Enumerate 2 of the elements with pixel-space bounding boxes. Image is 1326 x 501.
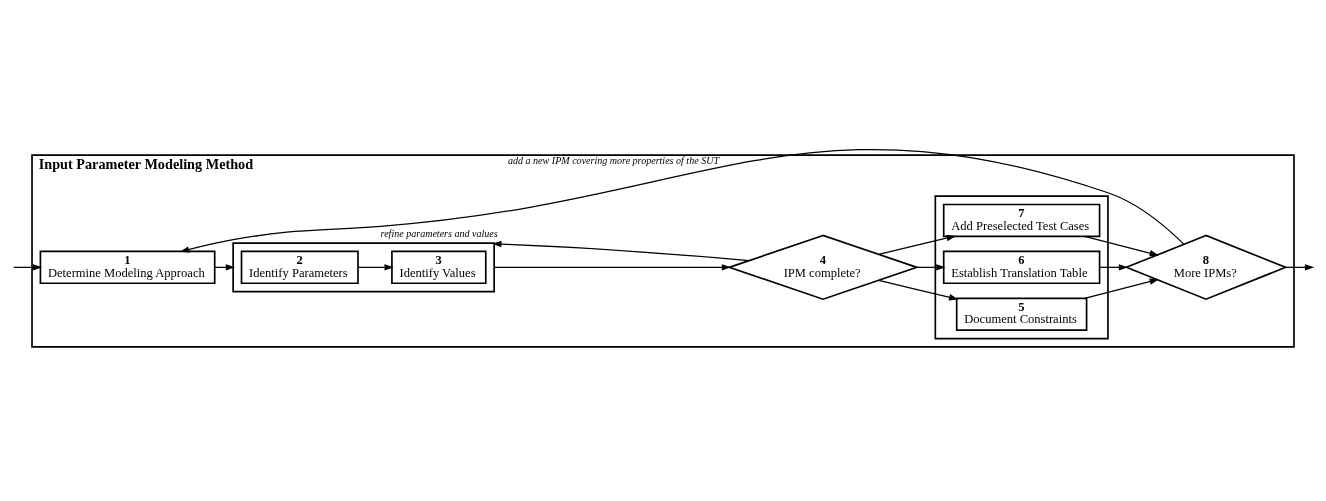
edge-label: refine parameters and values xyxy=(380,227,498,239)
edge-label: add a new IPM covering more properties of the SUT xyxy=(507,154,720,166)
